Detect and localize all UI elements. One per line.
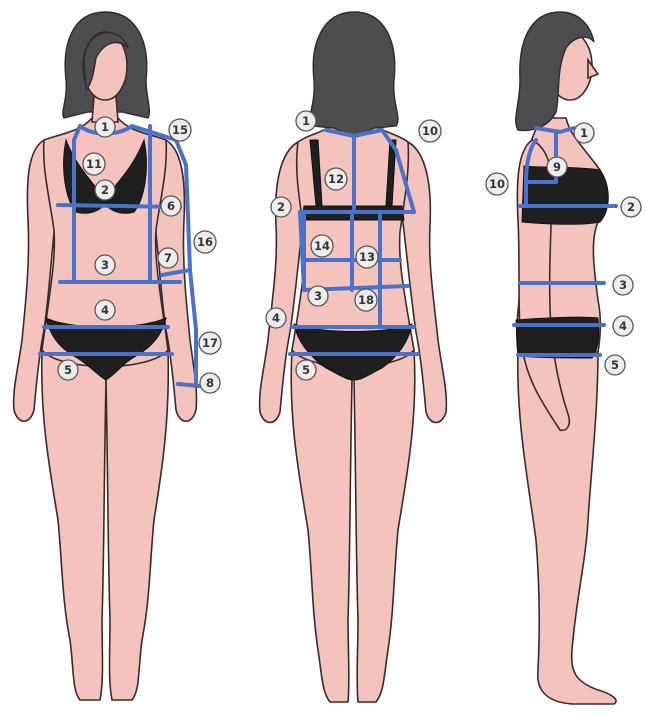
marker-front-15: 15 xyxy=(169,119,191,141)
svg-text:5: 5 xyxy=(611,358,619,372)
marker-back-13: 13 xyxy=(356,246,378,268)
svg-text:15: 15 xyxy=(172,123,188,137)
marker-front-11: 11 xyxy=(83,153,105,175)
svg-text:17: 17 xyxy=(202,336,218,350)
marker-back-18: 18 xyxy=(355,289,377,311)
svg-text:4: 4 xyxy=(101,303,109,317)
marker-front-2: 2 xyxy=(95,180,115,200)
side-figure: 1 9 10 2 3 4 5 xyxy=(486,12,641,704)
side-nose xyxy=(588,60,598,78)
marker-side-4: 4 xyxy=(613,316,633,336)
svg-text:6: 6 xyxy=(167,199,175,213)
svg-text:11: 11 xyxy=(86,157,102,171)
svg-text:2: 2 xyxy=(101,183,109,197)
marker-side-10: 10 xyxy=(486,173,508,195)
svg-text:2: 2 xyxy=(277,200,285,214)
front-left-leg xyxy=(42,350,106,700)
marker-back-3: 3 xyxy=(308,286,328,306)
svg-text:5: 5 xyxy=(302,363,310,377)
marker-back-5: 5 xyxy=(296,360,316,380)
marker-front-5: 5 xyxy=(58,360,78,380)
svg-text:12: 12 xyxy=(328,172,344,186)
marker-front-17: 17 xyxy=(199,332,221,354)
marker-back-10: 10 xyxy=(419,120,441,142)
marker-front-4: 4 xyxy=(95,300,115,320)
marker-side-2: 2 xyxy=(621,197,641,217)
front-right-leg xyxy=(106,350,168,700)
svg-text:4: 4 xyxy=(619,319,627,333)
svg-text:9: 9 xyxy=(553,160,561,174)
marker-front-6: 6 xyxy=(161,196,181,216)
back-hair xyxy=(310,12,398,138)
marker-side-3: 3 xyxy=(613,275,633,295)
marker-front-3: 3 xyxy=(95,255,115,275)
svg-text:1: 1 xyxy=(580,126,588,140)
marker-back-14: 14 xyxy=(311,235,333,257)
svg-text:3: 3 xyxy=(101,258,109,272)
marker-side-1: 1 xyxy=(574,123,594,143)
marker-side-5: 5 xyxy=(605,355,625,375)
svg-text:5: 5 xyxy=(64,363,72,377)
marker-back-4: 4 xyxy=(266,308,286,328)
svg-text:3: 3 xyxy=(619,278,627,292)
svg-text:7: 7 xyxy=(164,251,172,265)
svg-text:2: 2 xyxy=(627,200,635,214)
svg-text:1: 1 xyxy=(101,120,109,134)
marker-back-1: 1 xyxy=(296,111,316,131)
marker-side-9: 9 xyxy=(547,157,567,177)
back-right-leg xyxy=(354,350,415,702)
svg-text:18: 18 xyxy=(358,293,374,307)
svg-text:14: 14 xyxy=(314,239,330,253)
svg-text:1: 1 xyxy=(302,114,310,128)
marker-front-7: 7 xyxy=(158,248,178,268)
marker-back-2: 2 xyxy=(271,197,291,217)
marker-front-8: 8 xyxy=(200,373,220,393)
svg-text:10: 10 xyxy=(422,124,438,138)
svg-text:13: 13 xyxy=(359,250,375,264)
side-bikini-top xyxy=(522,166,608,224)
svg-text:10: 10 xyxy=(489,177,505,191)
svg-text:8: 8 xyxy=(206,376,214,390)
svg-text:4: 4 xyxy=(272,311,280,325)
marker-back-12: 12 xyxy=(325,168,347,190)
side-legs xyxy=(518,350,616,704)
back-left-leg xyxy=(291,350,352,702)
marker-front-16: 16 xyxy=(194,231,216,253)
front-figure: 1 2 3 4 5 6 7 8 11 15 16 17 xyxy=(14,12,221,700)
svg-text:16: 16 xyxy=(197,235,213,249)
back-figure: 1 10 12 2 14 13 3 18 4 5 xyxy=(260,12,447,702)
svg-text:3: 3 xyxy=(314,289,322,303)
marker-front-1: 1 xyxy=(95,117,115,137)
